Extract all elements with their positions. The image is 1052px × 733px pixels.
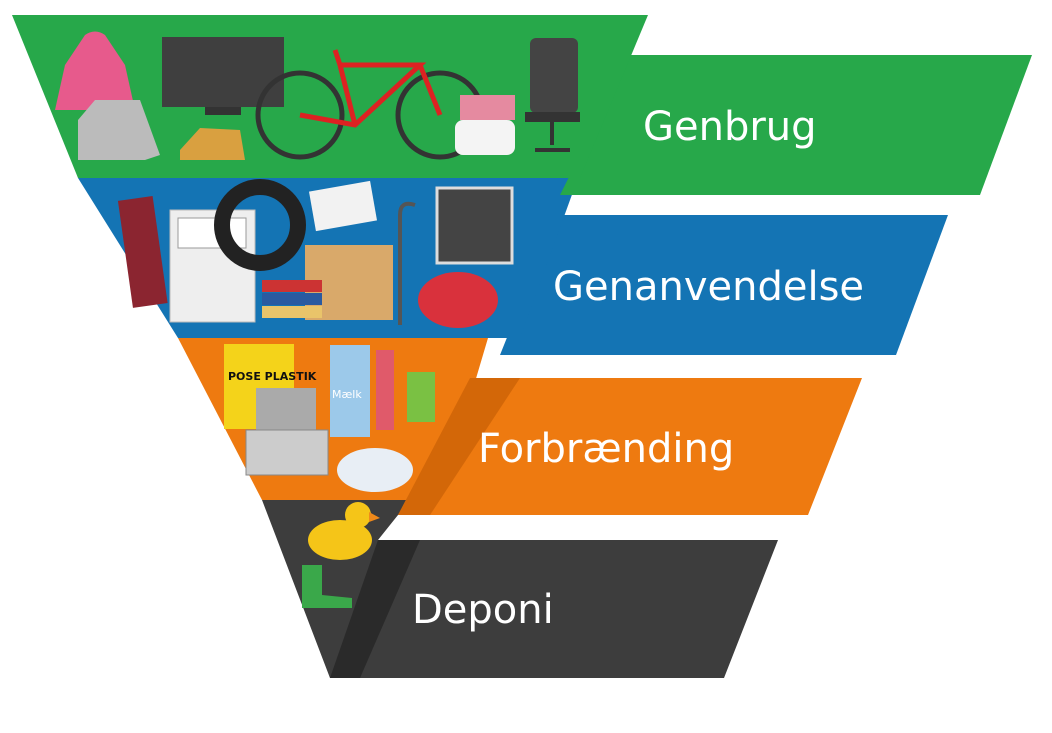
vacuum-cleaner-icon — [398, 201, 498, 328]
forbraending-banner — [398, 378, 862, 515]
tv-icon — [162, 37, 284, 115]
office-chair-icon — [525, 38, 580, 152]
level-deponi: Deponi — [262, 500, 778, 678]
books-icon — [262, 280, 322, 318]
level-genbrug: Genbrug — [12, 15, 1032, 195]
deponi-label: Deponi — [412, 587, 554, 633]
genbrug-banner — [560, 55, 1032, 195]
forbraending-shadow — [398, 378, 520, 515]
juice-box-icon — [407, 372, 435, 422]
pink-jacket-icon — [55, 31, 135, 110]
svg-text:POSE PLASTIK: POSE PLASTIK — [228, 370, 317, 383]
genbrug-label: Genbrug — [643, 104, 817, 150]
deponi-shadow — [330, 540, 420, 678]
newspaper-icon — [308, 180, 378, 232]
toothpaste-icon — [376, 350, 394, 430]
gray-jacket-icon — [78, 100, 160, 160]
dishes-icon — [455, 95, 515, 155]
level-genanvendelse: Genanvendelse — [78, 178, 948, 355]
plastic-bag-icon: POSE PLASTIK — [224, 344, 317, 429]
genanvendelse-banner — [500, 215, 948, 355]
genanvendelse-label: Genanvendelse — [553, 264, 864, 310]
diaper-icon — [337, 448, 413, 492]
rubber-boot-icon — [302, 565, 352, 608]
milk-carton-icon: Mælk — [330, 345, 370, 437]
forbraending-label: Forbrænding — [478, 426, 734, 472]
rubber-duck-icon — [308, 502, 380, 560]
laptop-icon — [435, 186, 514, 265]
level-forbraending: Forbrænding POSE PLASTIK Mælk — [178, 338, 862, 515]
tire-icon — [214, 179, 306, 271]
boots-icon — [180, 128, 245, 160]
svg-text:Mælk: Mælk — [332, 388, 362, 401]
carpet-roll-icon — [117, 196, 168, 308]
pizza-box-icon — [245, 388, 329, 476]
